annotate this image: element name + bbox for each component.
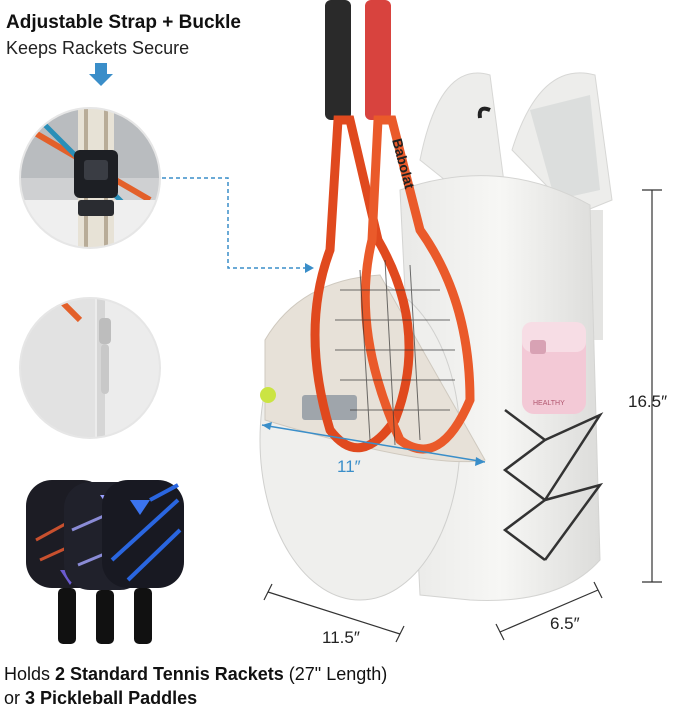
- caption-text-3: or: [4, 688, 26, 708]
- height-label: 16.5″: [628, 392, 668, 411]
- down-arrow-icon: [89, 63, 113, 86]
- pocket-width-line: [261, 424, 486, 463]
- feature-subtitle: Keeps Rackets Secure: [6, 38, 190, 58]
- callout-connector: [162, 177, 305, 269]
- depth-label: 6.5″: [550, 614, 580, 633]
- tennis-rackets: Babolat: [310, 0, 475, 454]
- svg-text:Babolat: Babolat: [389, 137, 418, 191]
- logo-patch: [302, 395, 357, 420]
- pocket-width-label: 11″: [337, 457, 361, 476]
- caption-rackets: 2 Standard Tennis Rackets: [55, 664, 284, 684]
- tennis-ball-icon: [260, 387, 276, 403]
- width-label: 11.5″: [322, 628, 360, 647]
- caption-text-2: (27" Length): [283, 664, 388, 684]
- width-dimension: [263, 583, 405, 643]
- backpack-straps: [419, 72, 613, 340]
- buckle-detail-circle: [20, 108, 160, 248]
- paddle-3: [102, 480, 184, 644]
- water-bottle: HEALTHY: [522, 322, 586, 414]
- hook-icon: [477, 106, 491, 119]
- pickleball-paddles: [26, 480, 184, 644]
- caption-text-1: Holds: [4, 664, 56, 684]
- height-dimension: [642, 189, 662, 583]
- zipper-pull-icon: [99, 318, 111, 344]
- feature-title: Adjustable Strap + Buckle: [6, 12, 241, 33]
- bungee-cord: [502, 409, 548, 561]
- depth-dimension: [495, 581, 603, 641]
- svg-text:HEALTHY: HEALTHY: [533, 400, 565, 407]
- zipper-detail-circle: [20, 298, 160, 438]
- caption-paddles: 3 Pickleball Paddles: [25, 688, 198, 708]
- capacity-caption: Holds 2 Standard Tennis Rackets (27" Len…: [4, 662, 474, 710]
